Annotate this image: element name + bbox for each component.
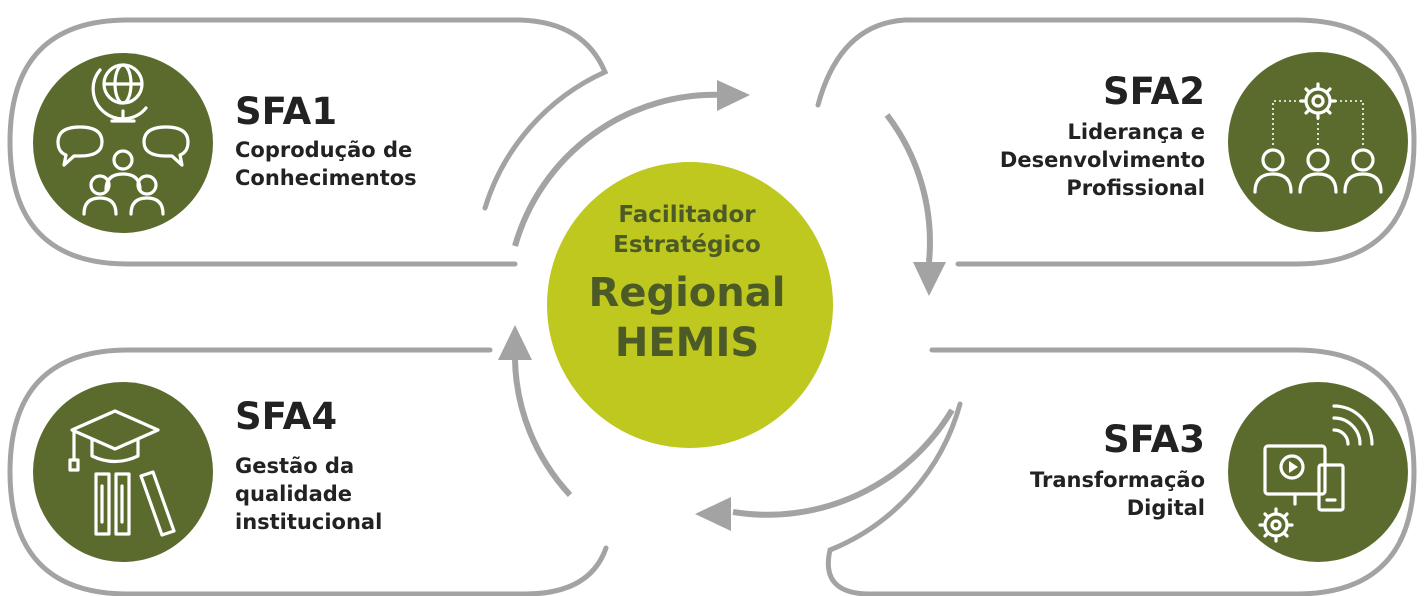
ring-arc-bottom [732, 408, 955, 518]
center-label: Facilitador Estratégico Regional HEMIS [547, 200, 827, 368]
graduation-cap-books-icon [33, 382, 213, 562]
arrowhead-top [717, 80, 750, 111]
sfa3-outline [825, 347, 1417, 596]
sfa3-title: Transformação Digital [1029, 468, 1205, 520]
globe-people-speech-icon [33, 53, 213, 233]
ring-arc-right [884, 113, 933, 263]
arrowhead-right [913, 262, 946, 296]
center-circle [547, 162, 833, 448]
sfa2-title: Liderança e Desenvolvimento Profissional [999, 120, 1205, 200]
sfa4-code: SFA4 [235, 395, 338, 438]
center-title: Regional HEMIS [588, 270, 786, 366]
sfa3-code: SFA3 [1102, 418, 1205, 461]
sfa4-outline [7, 347, 609, 596]
digital-devices-gear-icon [1228, 382, 1408, 562]
center-subtitle: Facilitador Estratégico [613, 202, 761, 258]
arrowhead-left [498, 325, 532, 360]
sfa1-title: Coprodução de Conhecimentos [235, 138, 417, 190]
sfa2-code: SFA2 [1102, 70, 1205, 113]
sfa2-outline [815, 17, 1417, 267]
sfa1-outline [7, 17, 609, 267]
ring-arc-left [512, 359, 573, 498]
ring-arc-top [512, 91, 725, 247]
gear-team-icon [1228, 52, 1408, 232]
sfa1-code: SFA1 [235, 90, 338, 133]
sfa4-title: Gestão da qualidade institucional [235, 454, 383, 534]
arrowhead-bottom [695, 497, 731, 531]
